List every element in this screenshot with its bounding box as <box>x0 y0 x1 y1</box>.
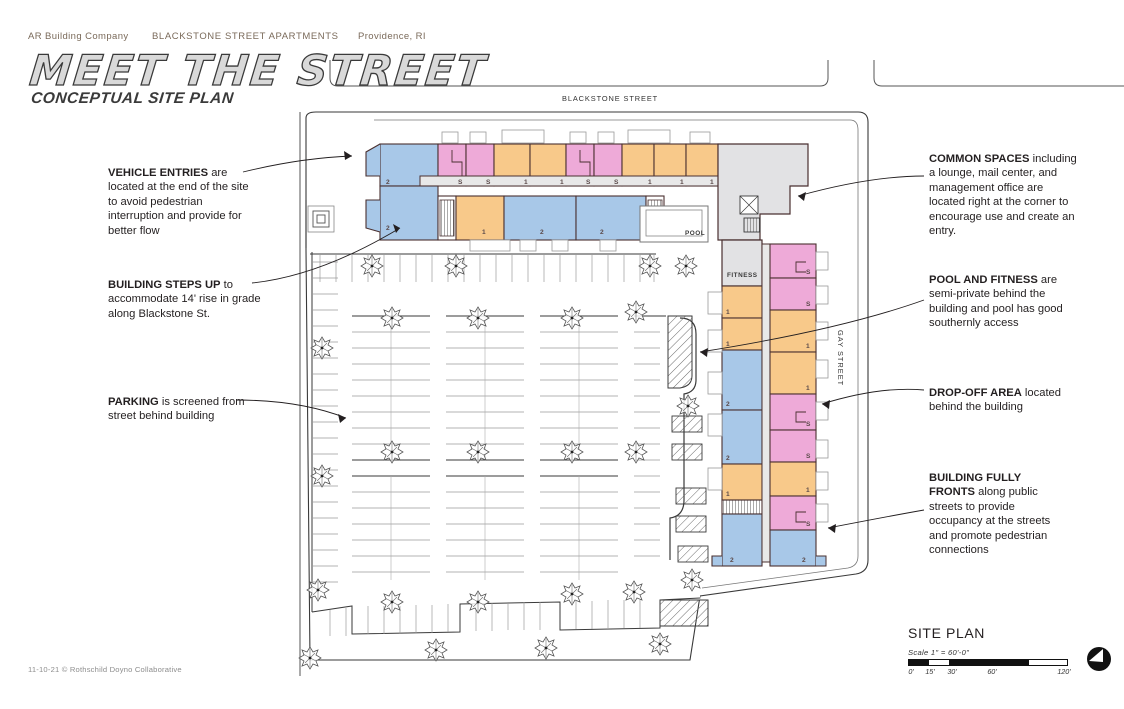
svg-text:1: 1 <box>806 343 810 350</box>
north-arrow-icon <box>1087 647 1111 671</box>
svg-text:S: S <box>486 179 491 186</box>
unit-type-labels: 2 2 S S 1 1 S S 1 1 1 1 2 2 1 1 2 2 1 2 … <box>386 179 811 564</box>
annotation-vehicle-entries: VEHICLE ENTRIES are located at the end o… <box>108 166 258 238</box>
fitness-block <box>721 239 763 287</box>
pool-area <box>639 205 709 243</box>
header-client: AR Building Company <box>28 31 129 42</box>
annotation-drop-off-area-text: located behind the building <box>929 387 1061 414</box>
svg-text:1: 1 <box>726 309 730 316</box>
scale-tick-15: 15' <box>925 667 935 676</box>
legend-scale-note: Scale 1" = 60'-0" <box>908 648 970 657</box>
inner-balconies <box>707 291 723 491</box>
street-label-blackstone: BLACKSTONE STREET <box>562 94 659 103</box>
annotation-parking-text: is screened from street behind building <box>108 396 245 423</box>
svg-text:S: S <box>806 301 811 308</box>
scale-tick-0: 0' <box>908 667 914 676</box>
svg-text:2: 2 <box>730 557 734 564</box>
fitness-label: FITNESS <box>727 272 758 279</box>
svg-text:1: 1 <box>524 179 528 186</box>
annotation-building-steps-up-bold: BUILDING STEPS UP <box>108 279 221 291</box>
annotation-building-fully-fronts: BUILDING FULLY FRONTS along public stree… <box>929 471 1069 557</box>
svg-text:S: S <box>806 453 811 460</box>
parking-stalls <box>310 252 709 636</box>
drop-off-area <box>667 315 709 563</box>
annotation-leader-lines <box>235 155 925 529</box>
svg-text:2: 2 <box>802 557 806 564</box>
svg-text:2: 2 <box>600 229 604 236</box>
svg-text:2: 2 <box>386 179 390 186</box>
annotation-pool-and-fitness-text: are semi-private behind the building and… <box>929 274 1063 330</box>
annotation-common-spaces-text: including a lounge, mail center, and man… <box>929 153 1077 238</box>
svg-text:1: 1 <box>648 179 652 186</box>
svg-text:2: 2 <box>726 401 730 408</box>
vehicle-entry-gate-west <box>305 200 335 248</box>
site-inner-sidewalk <box>374 119 859 589</box>
site-plan-legend: SITE PLAN Scale 1" = 60'-0" 0' 15' 30' 6… <box>908 625 1071 679</box>
footer-credit: 11-10-21 © Rothschild Doyno Collaborativ… <box>28 665 182 674</box>
east-wing-building <box>707 239 829 567</box>
rear-stoops <box>469 239 617 252</box>
annotation-common-spaces-bold: COMMON SPACES <box>929 153 1030 165</box>
header-location: Providence, RI <box>358 31 426 42</box>
annotation-common-spaces: COMMON SPACES including a lounge, mail c… <box>929 152 1081 238</box>
annotation-drop-off-area: DROP-OFF AREA located behind the buildin… <box>929 386 1081 415</box>
svg-text:1: 1 <box>710 179 714 186</box>
annotation-building-steps-up: BUILDING STEPS UP to accommodate 14' ris… <box>108 278 273 321</box>
annotation-arrowheads <box>338 151 836 533</box>
scale-tick-30: 30' <box>947 667 957 676</box>
scale-tick-120: 120' <box>1057 667 1071 676</box>
annotation-parking-bold: PARKING <box>108 396 159 408</box>
parking-bays <box>352 315 666 580</box>
legend-title: SITE PLAN <box>908 625 985 641</box>
svg-text:S: S <box>806 421 811 428</box>
gay-street-balconies <box>815 251 829 523</box>
annotation-building-fully-fronts-bold: BUILDING FULLY FRONTS <box>929 472 1021 499</box>
annotation-drop-off-area-bold: DROP-OFF AREA <box>929 387 1022 399</box>
svg-text:1: 1 <box>560 179 564 186</box>
south-paving-hatch <box>659 599 709 627</box>
parking-lot <box>310 252 700 612</box>
street-curb-lines <box>299 60 1124 676</box>
east-wing-outer-units <box>769 243 827 567</box>
svg-text:S: S <box>806 269 811 276</box>
amenity-core <box>739 195 761 233</box>
svg-text:1: 1 <box>806 385 810 392</box>
scale-bar <box>908 659 1068 666</box>
svg-text:S: S <box>806 521 811 528</box>
svg-text:S: S <box>614 179 619 186</box>
frontage-stoops <box>441 129 711 144</box>
header-project-name: BLACKSTONE STREET APARTMENTS <box>152 31 339 42</box>
svg-text:1: 1 <box>482 229 486 236</box>
pool-label: POOL <box>685 230 706 237</box>
svg-text:1: 1 <box>726 491 730 498</box>
parking-row-north <box>310 253 656 282</box>
svg-text:1: 1 <box>806 487 810 494</box>
svg-text:1: 1 <box>680 179 684 186</box>
annotation-vehicle-entries-bold: VEHICLE ENTRIES <box>108 167 209 179</box>
scale-bar-ticks: 0' 15' 30' 60' 120' <box>908 667 1071 679</box>
north-building <box>365 129 809 252</box>
svg-text:S: S <box>458 179 463 186</box>
stair-west <box>439 199 455 237</box>
svg-text:1: 1 <box>726 341 730 348</box>
annotation-building-fully-fronts-text: along public streets to provide occupanc… <box>929 486 1051 557</box>
east-wing-inner-units <box>711 285 763 567</box>
annotation-pool-and-fitness-bold: POOL AND FITNESS <box>929 274 1038 286</box>
annotation-building-steps-up-text: to accommodate 14' rise in grade along B… <box>108 279 261 320</box>
svg-text:S: S <box>586 179 591 186</box>
annotation-parking: PARKING is screened from street behind b… <box>108 395 268 424</box>
svg-text:2: 2 <box>540 229 544 236</box>
street-label-gay: GAY STREET <box>836 330 845 387</box>
east-corridor <box>761 243 771 563</box>
annotation-pool-and-fitness: POOL AND FITNESS are semi-private behind… <box>929 273 1081 331</box>
svg-text:2: 2 <box>386 225 390 232</box>
annotation-vehicle-entries-text: are located at the end of the site to av… <box>108 167 249 237</box>
scale-tick-60: 60' <box>987 667 997 676</box>
svg-text:2: 2 <box>726 455 730 462</box>
